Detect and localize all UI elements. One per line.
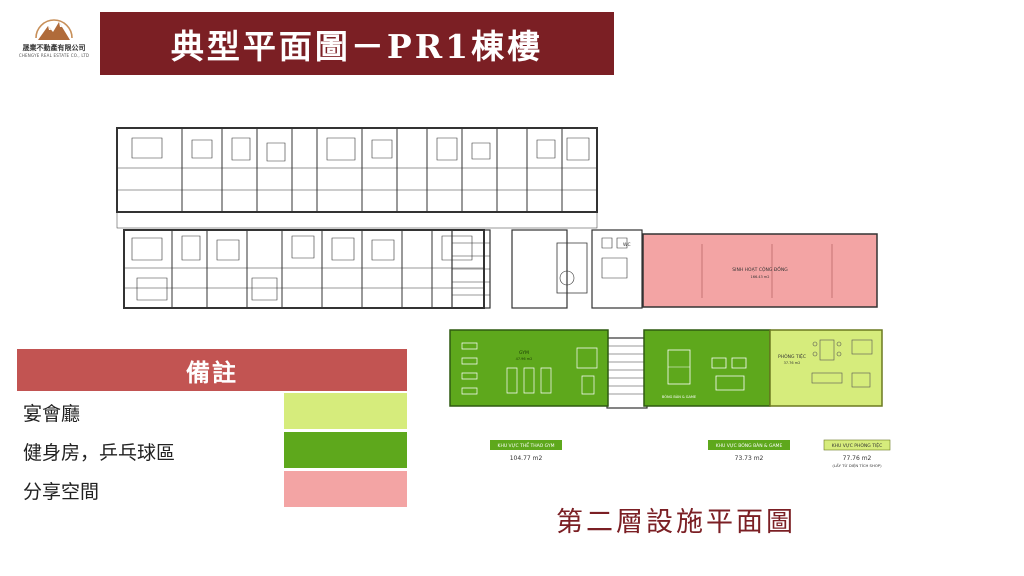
floor-plan-caption: 第二層設施平面圖 xyxy=(556,507,796,538)
zone-party-label: PHÒNG TIỆC xyxy=(778,352,806,360)
zone-party-area: 37.76 m2 xyxy=(784,361,801,365)
area-tag-pingpong-label: KHU VỰC BÓNG BÀN & GAME xyxy=(716,442,783,449)
zone-party xyxy=(769,329,883,407)
zone-community-label: SINH HOẠT CỘNG ĐỒNG xyxy=(732,264,788,273)
zone-gym-area: 47.96 m2 xyxy=(516,357,533,361)
area-tag-gym-label: KHU VỰC THỂ THAO GYM xyxy=(498,441,555,449)
legend-swatch-gym xyxy=(284,432,407,468)
area-tag-pingpong-area: 73.73 m2 xyxy=(735,455,764,462)
legend-header: 備註 xyxy=(17,349,407,391)
zone-community-area: 166.43 m2 xyxy=(751,275,770,279)
legend-item-banquet: 宴會廳 xyxy=(17,391,407,430)
company-logo: 晟業不動產有限公司 CHENGYE REAL ESTATE CO., LTD xyxy=(14,12,94,68)
legend-item-label: 健身房，乒乓球區 xyxy=(23,442,176,464)
area-tag-pingpong: KHU VỰC BÓNG BÀN & GAME 73.73 m2 xyxy=(708,440,790,462)
area-tag-party: KHU VỰC PHÒNG TIỆC 77.76 m2 (LẤY TỪ DIỆN… xyxy=(823,439,891,468)
legend-heading: 備註 xyxy=(186,357,238,387)
area-tag-gym: KHU VỰC THỂ THAO GYM 104.77 m2 xyxy=(490,440,562,462)
logo-company-subtitle: CHENGYE REAL ESTATE CO., LTD xyxy=(18,53,90,58)
legend-item-label: 分享空間 xyxy=(23,481,100,503)
floor-plan: SINH HOẠT CỘNG ĐỒNG 166.43 m2 WC GYM 47.… xyxy=(112,118,892,478)
residential-block-upper xyxy=(116,127,598,213)
legend-item-gym: 健身房，乒乓球區 xyxy=(17,430,407,469)
mountain-logo-icon xyxy=(35,19,73,40)
zone-pingpong xyxy=(643,329,771,407)
legend: 備註 宴會廳 健身房，乒乓球區 分享空間 xyxy=(17,349,407,508)
area-tag-party-label: KHU VỰC PHÒNG TIỆC xyxy=(832,441,883,449)
title-banner: 典型平面圖－PR1棟樓 xyxy=(100,12,614,75)
logo-company-name: 晟業不動產有限公司 xyxy=(22,44,86,52)
legend-swatch-shared xyxy=(284,471,407,507)
area-tag-gym-area: 104.77 m2 xyxy=(510,455,543,462)
page-title: 典型平面圖－PR1棟樓 xyxy=(170,26,544,66)
legend-swatch-banquet xyxy=(284,393,407,429)
area-tag-party-area: 77.76 m2 xyxy=(843,455,872,462)
zone-gym-label: GYM xyxy=(519,350,529,356)
zone-pingpong-label: BÓNG BÀN & GAME xyxy=(662,394,696,399)
legend-item-shared: 分享空間 xyxy=(17,469,407,508)
floor-plan-drawing: SINH HOẠT CỘNG ĐỒNG 166.43 m2 WC GYM 47.… xyxy=(116,127,891,468)
area-tag-party-note: (LẤY TỪ DIỆN TÍCH SHOP) xyxy=(832,463,882,468)
legend-item-label: 宴會廳 xyxy=(23,403,81,425)
zone-community xyxy=(642,233,878,308)
residential-block-lower xyxy=(123,229,485,309)
wc-label: WC xyxy=(623,242,631,248)
